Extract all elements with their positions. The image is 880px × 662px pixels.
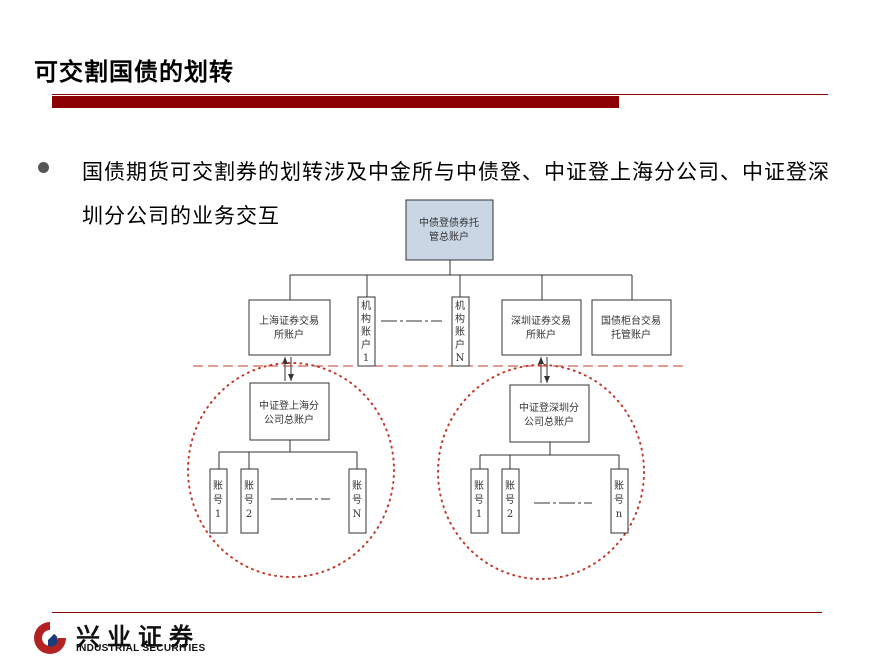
sh-exchange-label: 上海证券交易 bbox=[259, 314, 319, 327]
institution-account-1-label: 户 bbox=[361, 338, 371, 351]
sh-sub-account-label: 账 bbox=[213, 480, 223, 492]
sh-sub-account-label: 1 bbox=[215, 509, 221, 520]
company-logo-icon bbox=[34, 622, 66, 654]
sh-total-label: 中证登上海分 bbox=[259, 399, 319, 412]
counter-label: 国债柜台交易 bbox=[601, 314, 661, 327]
institution-account-n-label: 账 bbox=[455, 326, 465, 338]
sz-sub-account-label: 账 bbox=[505, 480, 515, 492]
sz-exchange-label-line2: 所账户 bbox=[526, 328, 556, 341]
institution-account-1-label: 1 bbox=[363, 353, 369, 364]
company-logo-en: INDUSTRIAL SECURITIES bbox=[76, 643, 206, 654]
sz-sub-account-label: 账 bbox=[474, 480, 484, 492]
bullet-text: 国债期货可交割券的划转涉及中金所与中债登、中证登上海分公司、中证登深圳分公司的业… bbox=[82, 160, 830, 228]
sz-sub-account-label: 2 bbox=[507, 509, 513, 520]
sh-exchange-label-line2: 所账户 bbox=[274, 328, 304, 341]
title-rule-thin bbox=[52, 94, 828, 95]
sz-sub-account-label: 号 bbox=[505, 494, 515, 506]
sz-sub-account-label: 账 bbox=[614, 480, 624, 492]
sz-sub-account-label: n bbox=[616, 509, 623, 520]
slide-title: 可交割国债的划转 bbox=[34, 58, 234, 86]
sz-sub-account-label: 号 bbox=[614, 494, 624, 506]
sh-sub-account-label: 2 bbox=[246, 509, 252, 520]
sh-sub-account-label: 号 bbox=[213, 494, 223, 506]
bullet-icon bbox=[38, 162, 49, 173]
top-account-label-line2: 管总账户 bbox=[429, 230, 469, 243]
sz-sub-account-label: 1 bbox=[476, 509, 482, 520]
institution-account-1-label: 机 bbox=[361, 299, 371, 312]
sh-sub-account-label: 账 bbox=[352, 480, 362, 492]
institution-account-1-label: 账 bbox=[361, 326, 371, 338]
sh-sub-account-label: N bbox=[353, 509, 362, 520]
institution-account-n-label: N bbox=[456, 353, 465, 364]
sh-total-label-line2: 公司总账户 bbox=[264, 413, 314, 426]
sh-sub-account-label: 账 bbox=[244, 480, 254, 492]
sz-exchange-label: 深圳证券交易 bbox=[511, 314, 571, 327]
institution-account-n-label: 构 bbox=[455, 312, 465, 325]
sh-sub-account-label: 号 bbox=[244, 494, 254, 506]
title-rule-thick bbox=[52, 96, 619, 108]
sz-sub-account-label: 号 bbox=[474, 494, 484, 506]
institution-account-1-label: 构 bbox=[361, 312, 371, 325]
institution-account-n-label: 机 bbox=[455, 299, 465, 312]
company-logo-cn: 兴业证券 bbox=[76, 622, 200, 651]
sz-group-circle bbox=[437, 364, 645, 580]
top-account-label: 中债登债券托 bbox=[419, 216, 479, 229]
sh-group-circle bbox=[187, 362, 395, 578]
sh-sub-account-label: 号 bbox=[352, 494, 362, 506]
counter-label-line2: 托管账户 bbox=[611, 328, 651, 341]
sz-total-label-line2: 公司总账户 bbox=[524, 415, 574, 428]
sz-total-label: 中证登深圳分 bbox=[519, 401, 579, 414]
footer-rule bbox=[52, 612, 822, 613]
institution-account-n-label: 户 bbox=[455, 338, 465, 351]
